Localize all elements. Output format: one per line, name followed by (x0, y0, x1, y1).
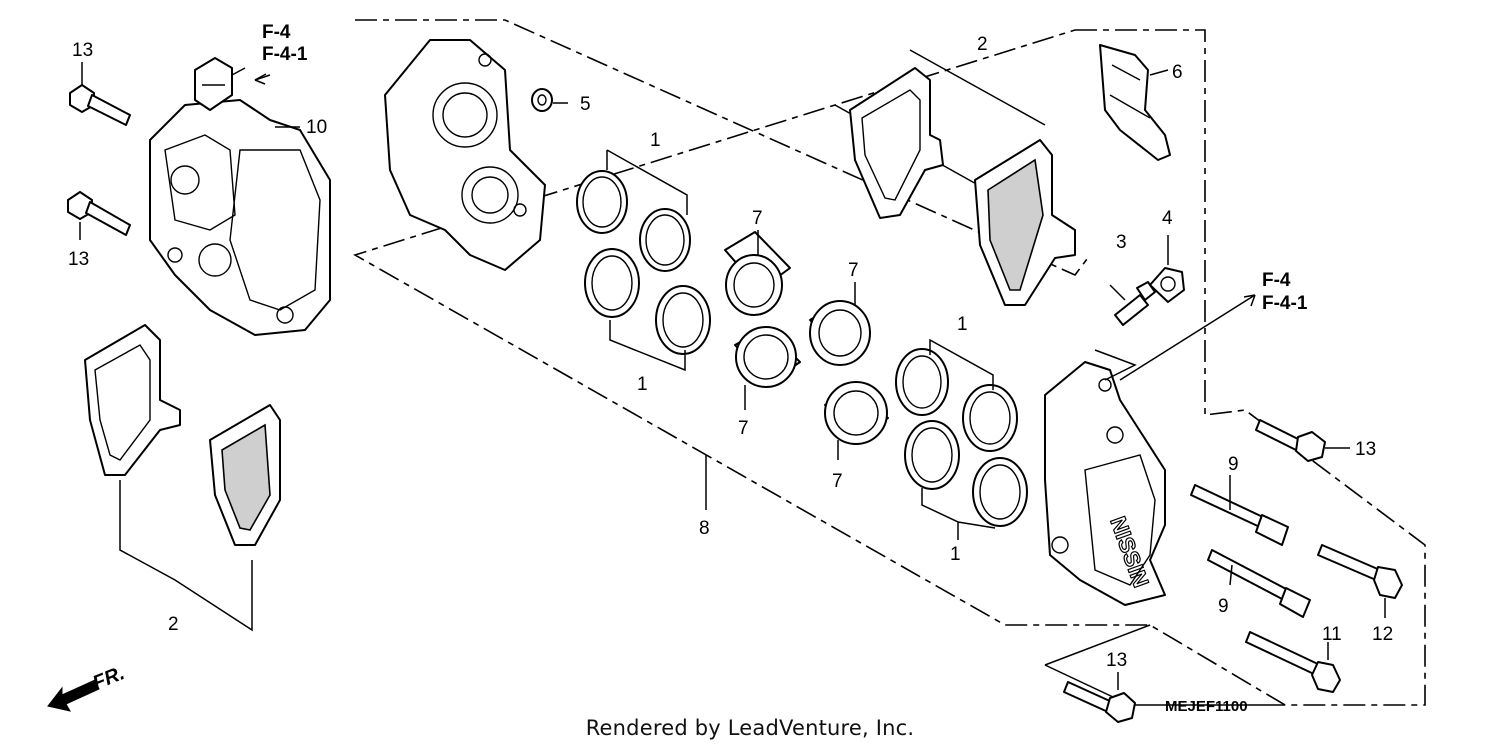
leader-7 (744, 230, 856, 460)
seal-set-right (895, 348, 1028, 527)
callout-2-left: 2 (168, 614, 179, 635)
bolt-13-upper-left (69, 84, 131, 126)
callout-1-bottom: 1 (637, 374, 648, 395)
arrow-ref-right (1243, 294, 1256, 307)
leader-1-right-lower (921, 488, 996, 540)
piston-7-d (824, 381, 889, 445)
leader-1-right-upper (929, 338, 994, 390)
leader-1-upper (606, 149, 688, 215)
callout-10: 10 (306, 117, 327, 138)
callout-4: 4 (1162, 208, 1173, 229)
bolt-11 (1245, 631, 1341, 693)
footer-credit: Rendered by LeadVenture, Inc. (585, 716, 915, 740)
callout-13-mid-left: 13 (68, 249, 89, 270)
group-outline-caliper-kit (353, 19, 1426, 706)
caliper-assembly-left (149, 57, 331, 336)
bleeder-cap-4 (1149, 267, 1185, 303)
callout-7-b: 7 (848, 260, 859, 281)
callout-7-a: 7 (752, 208, 763, 229)
caliper-body-half (384, 39, 546, 271)
brake-pad-right-rear (849, 67, 944, 219)
callout-9-upper: 9 (1228, 454, 1239, 475)
ref-left-line1: F-4 (262, 22, 291, 43)
leader-2-left (119, 480, 253, 632)
callout-6: 6 (1172, 62, 1183, 83)
callout-5: 5 (580, 94, 591, 115)
bolt-12 (1317, 544, 1403, 599)
ref-right-line2: F-4-1 (1262, 293, 1308, 314)
bolt-13-right (1255, 419, 1326, 462)
callout-12: 12 (1372, 624, 1393, 645)
bolt-13-bottom (1063, 681, 1136, 723)
piston-7-c (809, 300, 871, 366)
callout-8: 8 (699, 518, 710, 539)
callout-11: 11 (1322, 624, 1342, 645)
bleeder-screw-3 (1114, 281, 1156, 326)
ref-right-line1: F-4 (1262, 270, 1291, 291)
brake-pad-left-front (209, 404, 281, 546)
caliper-half-right: NISSIN (1044, 361, 1166, 606)
callout-9-lower: 9 (1218, 596, 1229, 617)
pin-9-lower (1207, 549, 1311, 618)
leader-caliper-right (1094, 294, 1256, 381)
arrow-ref-left (254, 73, 267, 85)
piston-7-a (724, 231, 791, 316)
pad-spring-6 (1099, 44, 1171, 161)
piston-7-b (734, 326, 801, 388)
callout-7-d: 7 (832, 471, 843, 492)
diagram-code: MEJEF1100 (1165, 698, 1248, 715)
callout-1-top: 1 (650, 130, 661, 151)
nut-5 (531, 88, 553, 112)
brake-pad-left-rear (84, 324, 181, 476)
callout-13-top-left: 13 (72, 40, 93, 61)
leader-1-lower (609, 320, 686, 372)
bolt-13-lower-left (67, 191, 131, 236)
seal-set-left (576, 170, 711, 355)
leader-lines-right (79, 62, 1386, 690)
callout-3: 3 (1116, 232, 1127, 253)
callout-1-right-top: 1 (957, 314, 968, 335)
front-label: FR. (90, 662, 128, 694)
brake-pad-right-front (974, 139, 1076, 306)
front-arrow-icon (47, 679, 100, 712)
callout-13-right: 13 (1355, 439, 1376, 460)
pin-9-upper (1190, 484, 1289, 546)
callout-1-right-bottom: 1 (950, 544, 961, 565)
ref-left-line2: F-4-1 (262, 44, 308, 65)
callout-2-right: 2 (977, 34, 988, 55)
callout-13-bottom: 13 (1106, 650, 1127, 671)
callout-7-c: 7 (738, 418, 749, 439)
